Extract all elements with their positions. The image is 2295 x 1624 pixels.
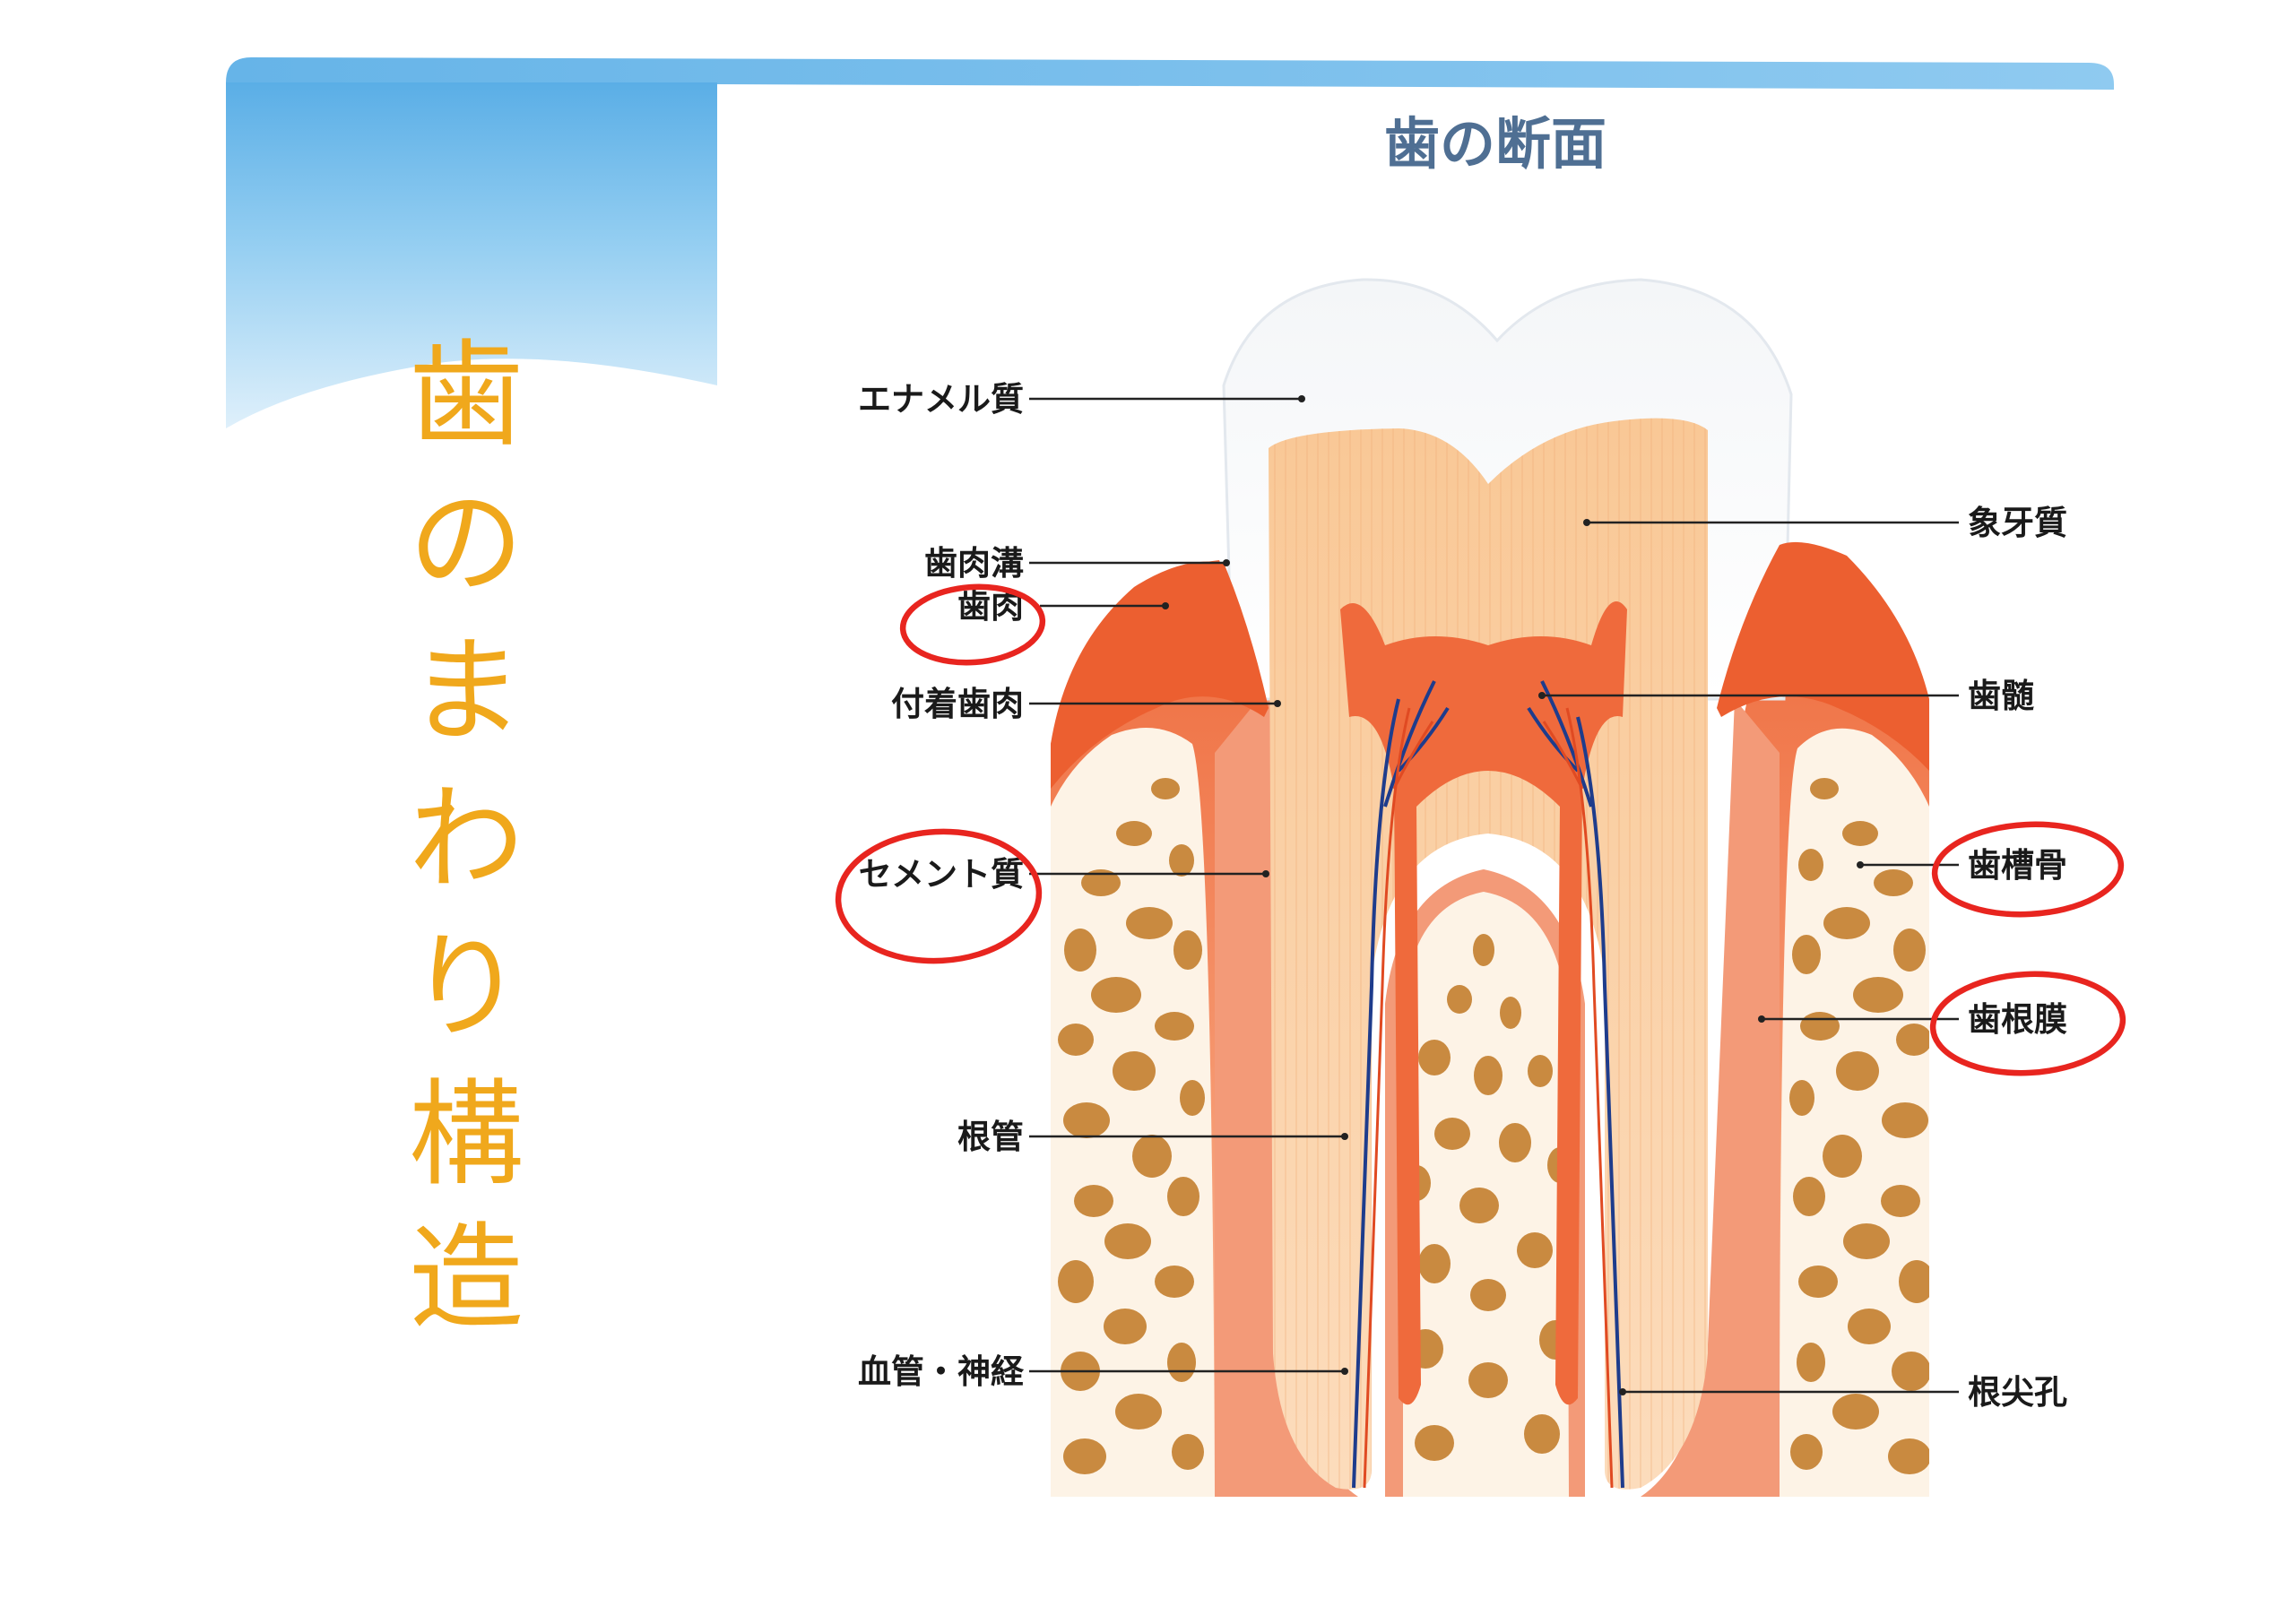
leader-lines: [1029, 395, 1959, 1395]
vertical-title-char: の: [409, 477, 524, 610]
label-gingival-sulcus: 歯肉溝: [924, 544, 1024, 583]
periodontal-ligament: [1641, 699, 1780, 1497]
vertical-title-char: り: [409, 920, 524, 1054]
label-vessels-nerves: 血管・神経: [858, 1352, 1025, 1391]
highlight-circle-gingiva: [899, 583, 1046, 666]
vertical-title-char: わ: [409, 773, 524, 906]
label-enamel: エナメル質: [858, 380, 1024, 419]
label-cementum: セメント質: [859, 855, 1024, 894]
tooth-illustration: [1051, 278, 1929, 1497]
vertical-title-char: 歯: [409, 329, 524, 462]
labels-right: 象牙質 歯髄 歯槽骨 歯根膜 根尖孔: [1968, 504, 2067, 1412]
highlight-circle-periodontal-ligament: [1929, 971, 2126, 1076]
highlight-circles: [835, 583, 2126, 1076]
label-attached-gingiva: 付着歯肉: [891, 685, 1024, 723]
periodontal-ligament: [1215, 681, 1358, 1497]
labels-left: エナメル質 歯肉溝 歯肉 付着歯肉 セメント質 根管 血管・神経: [858, 380, 1025, 1391]
vertical-title: 歯 の ま わ り 構 造: [409, 329, 524, 1345]
header-decoration: [226, 57, 2114, 428]
vertical-title-char: 構: [409, 1068, 524, 1202]
vertical-title-char: 造: [409, 1212, 524, 1345]
label-pulp: 歯髄: [1968, 677, 2034, 715]
vertical-title-char: ま: [409, 625, 524, 758]
label-dentin: 象牙質: [1968, 504, 2067, 542]
label-alveolar-bone: 歯槽骨: [1968, 846, 2067, 885]
highlight-circle-alveolar-bone: [1931, 821, 2125, 918]
label-root-canal: 根管: [957, 1118, 1024, 1156]
diagram-title: 歯の断面: [1384, 111, 1606, 177]
label-periodontal-ligament: 歯根膜: [1968, 1000, 2067, 1039]
gingiva-tip: [1717, 541, 1929, 771]
gingiva-tip: [1051, 561, 1269, 789]
pulp-shape: [1340, 601, 1627, 1405]
highlight-circle-cementum: [835, 828, 1043, 964]
alveolar-bone: [1051, 728, 1929, 1497]
label-apical-foramen: 根尖孔: [1968, 1373, 2067, 1412]
